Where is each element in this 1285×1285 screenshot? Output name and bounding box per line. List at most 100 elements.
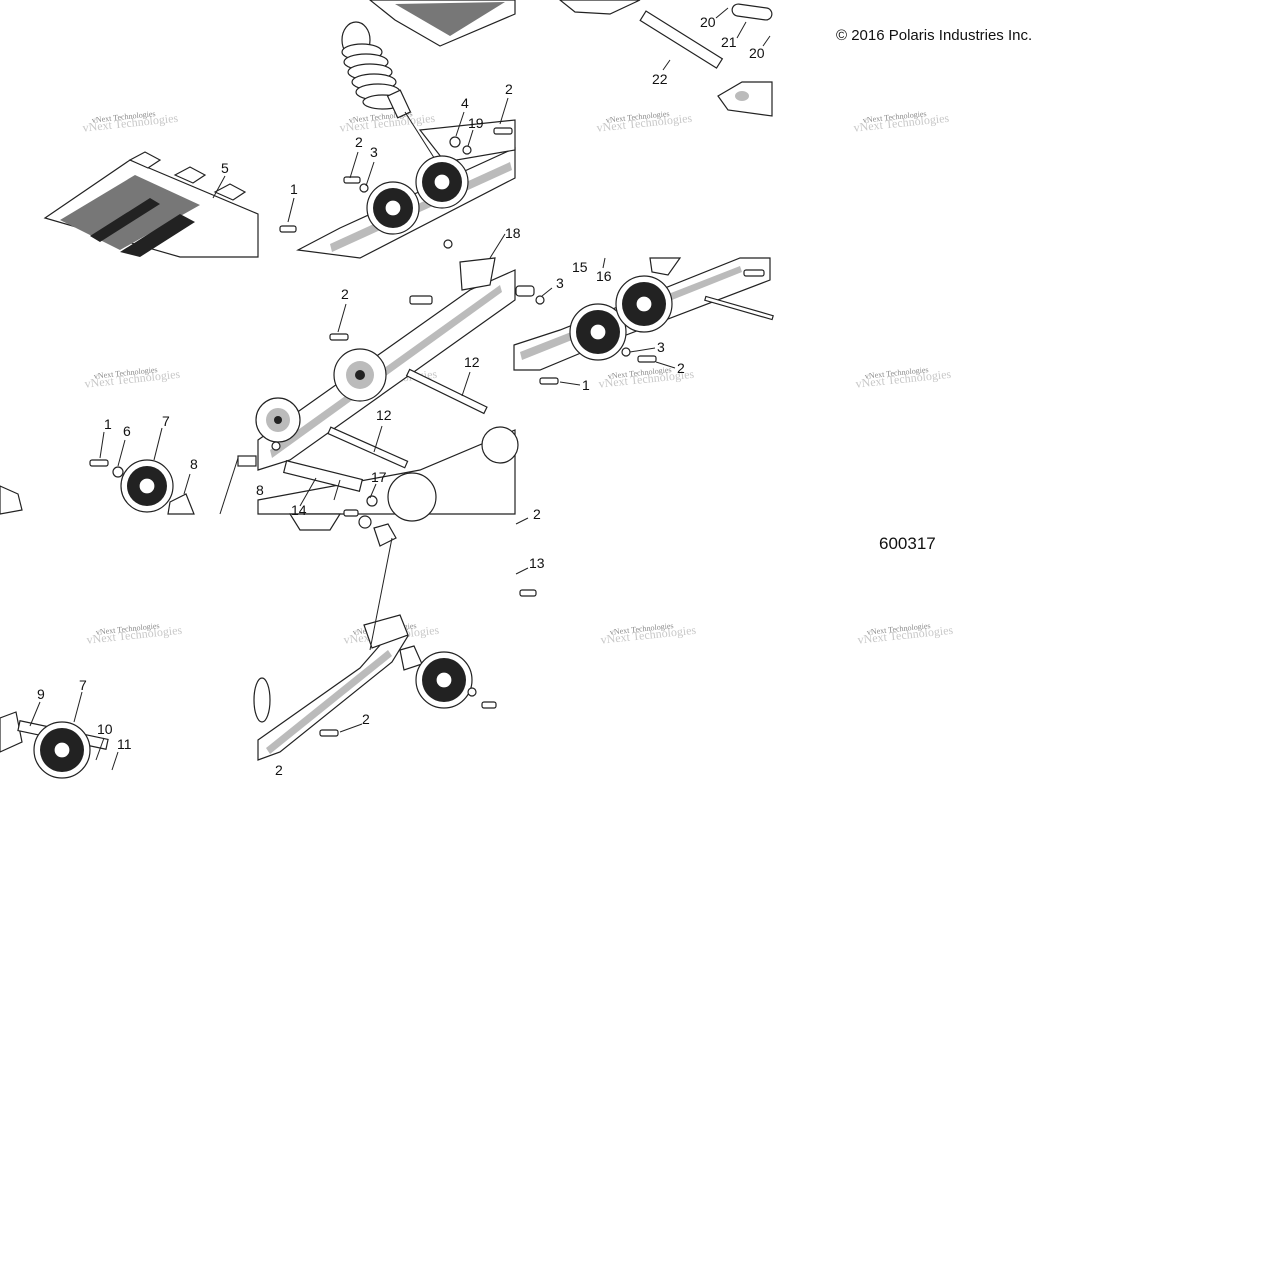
wheel-cap: [399, 645, 423, 671]
track-tread-lugs: [90, 198, 195, 257]
rail-bracket: [649, 257, 682, 276]
bolt: [343, 176, 361, 184]
callout-number: 2: [533, 506, 541, 522]
watermark: vNext Technologies vNext Technologies: [600, 621, 697, 647]
cross-shaft: [704, 295, 774, 321]
washer: [358, 515, 372, 529]
rail-beam-lower: [257, 429, 516, 515]
nut: [449, 136, 461, 148]
rail-end-segment: [253, 513, 409, 761]
callout-number: 3: [657, 339, 665, 355]
diagram-number: 600317: [879, 534, 936, 553]
callout-number: 6: [123, 423, 131, 439]
leader-lines-tile2: [287, 97, 509, 259]
cross-shaft: [327, 426, 409, 469]
callout-number: 9: [37, 686, 45, 702]
track-assembly-drawing: [43, 151, 259, 258]
callout-number: 13: [529, 555, 545, 571]
bolt: [637, 355, 657, 363]
bumper-piece: [559, 0, 641, 15]
wheel-cap: [0, 711, 23, 753]
shock-body: [386, 89, 412, 119]
watermark-group: vNext Technologies vNext Technologies vN…: [82, 109, 954, 647]
rail-wheel: [481, 426, 519, 464]
washer: [467, 687, 477, 697]
callout-number: 1: [582, 377, 590, 393]
callout-number: 7: [79, 677, 87, 693]
bolt: [519, 589, 537, 597]
watermark: vNext Technologies vNext Technologies: [857, 621, 954, 647]
leader-lines-tile5: [99, 427, 191, 495]
copyright-notice: © 2016 Polaris Industries Inc.: [836, 27, 1032, 44]
cross-shaft: [405, 368, 488, 415]
leader-lines-tile8: [339, 517, 529, 733]
callout-number: 18: [505, 225, 521, 241]
watermark: vNext Technologies vNext Technologies: [853, 109, 950, 135]
callout-number: 11: [117, 736, 132, 752]
washer: [112, 466, 124, 478]
bolt: [493, 127, 513, 135]
shaft-line: [369, 537, 393, 651]
rear-idler-parts: [319, 515, 497, 737]
rear-wheel-assembly-a: [0, 457, 239, 515]
wheel-cap: [373, 523, 397, 547]
washer: [366, 495, 378, 507]
callout-number: 20: [749, 45, 765, 61]
callout-number: 16: [596, 268, 612, 284]
callout-number: 19: [468, 115, 484, 131]
bolt: [343, 509, 359, 517]
shock-absorber: [341, 21, 446, 176]
washer: [462, 145, 472, 155]
bolt: [539, 377, 559, 385]
callout-number: 7: [162, 413, 170, 429]
callout-number: 2: [275, 762, 283, 778]
callout-number: 4: [461, 95, 469, 111]
rail-wheels-tile4: [255, 348, 519, 522]
idler-wheel-pair: [366, 155, 469, 235]
pivot-bushing: [731, 3, 773, 21]
callout-number: 3: [370, 144, 378, 160]
bolt: [319, 729, 339, 737]
bolt: [481, 701, 497, 709]
shaft-line: [219, 457, 239, 515]
partial-wheel-top: [288, 513, 342, 531]
callout-labels: 5 1 2 3 4 19 2 18 20 21 20 22 2 12 12 17…: [37, 14, 765, 778]
rail-arm: [418, 119, 516, 163]
track-top-tread: [395, 2, 505, 36]
fasteners-tile2: [279, 127, 513, 249]
watermark: vNext Technologies vNext Technologies: [855, 365, 952, 391]
callout-number: 22: [652, 71, 668, 87]
watermark: vNext Technologies vNext Technologies: [86, 621, 183, 647]
rear-rail-bumper: [559, 0, 773, 117]
callout-number: 2: [505, 81, 513, 97]
bolt: [279, 225, 297, 233]
washer: [535, 295, 545, 305]
track-top-strip: [369, 0, 516, 47]
rail-slots: [266, 650, 392, 754]
callout-number: 2: [677, 360, 685, 376]
leader-line: [212, 175, 226, 199]
leader-lines-tile4: [299, 303, 471, 507]
rail-middle-segment: [257, 257, 516, 515]
callout-number: 2: [362, 711, 370, 727]
callout-number: 2: [341, 286, 349, 302]
rear-wheel-assembly-b: [0, 711, 109, 779]
bushing: [515, 285, 535, 297]
track-clips: [128, 151, 247, 201]
leader-lines-tile7: [29, 691, 119, 771]
partial-wheel: [253, 677, 271, 723]
washer: [443, 239, 453, 249]
callout-number: 20: [700, 14, 716, 30]
axle-shaft: [282, 460, 364, 492]
washer: [271, 441, 281, 451]
watermark: vNext Technologies vNext Technologies: [82, 109, 179, 135]
callout-number: 21: [721, 34, 737, 50]
bolt: [743, 269, 765, 277]
cross-shafts-tile4: [237, 295, 488, 517]
spacer: [237, 455, 257, 467]
bolt: [89, 459, 109, 467]
callout-number: 12: [376, 407, 392, 423]
watermark: vNext Technologies vNext Technologies: [596, 109, 693, 135]
watermark: vNext Technologies vNext Technologies: [84, 365, 181, 391]
